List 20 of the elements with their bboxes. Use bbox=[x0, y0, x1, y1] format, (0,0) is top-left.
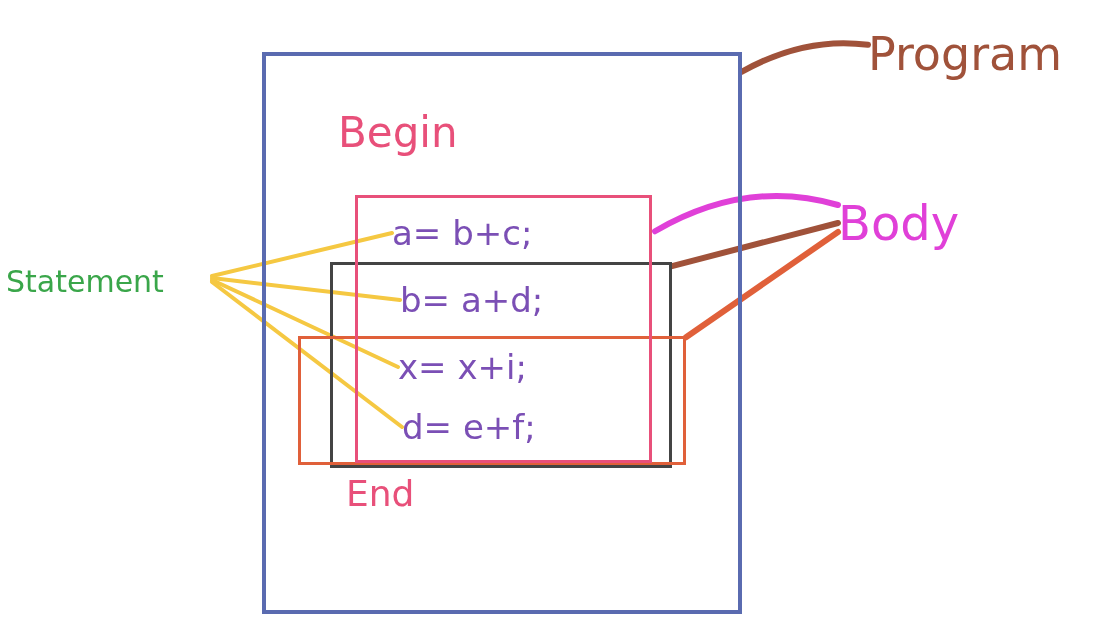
code-statement: d= e+f; bbox=[402, 402, 632, 452]
leader-line bbox=[210, 278, 400, 369]
leader-line bbox=[210, 231, 394, 278]
program-label: Program bbox=[868, 8, 1090, 100]
leader-line bbox=[739, 40, 871, 75]
body-label: Body bbox=[838, 178, 1013, 268]
leader-line bbox=[210, 280, 404, 429]
block-footer: End bbox=[346, 476, 415, 512]
leader-line bbox=[669, 220, 841, 270]
code-statement: a= b+c; bbox=[392, 208, 632, 258]
leader-line bbox=[652, 192, 841, 235]
code-statement: x= x+i; bbox=[398, 342, 632, 392]
leader-line bbox=[683, 229, 841, 341]
program-box bbox=[262, 52, 742, 614]
block-heading: Begin bbox=[338, 112, 458, 154]
body-box bbox=[298, 336, 686, 465]
code-statement: b= a+d; bbox=[400, 275, 632, 325]
statement-label: Statement bbox=[6, 262, 212, 302]
body-box bbox=[330, 262, 672, 468]
leader-line bbox=[210, 276, 402, 302]
